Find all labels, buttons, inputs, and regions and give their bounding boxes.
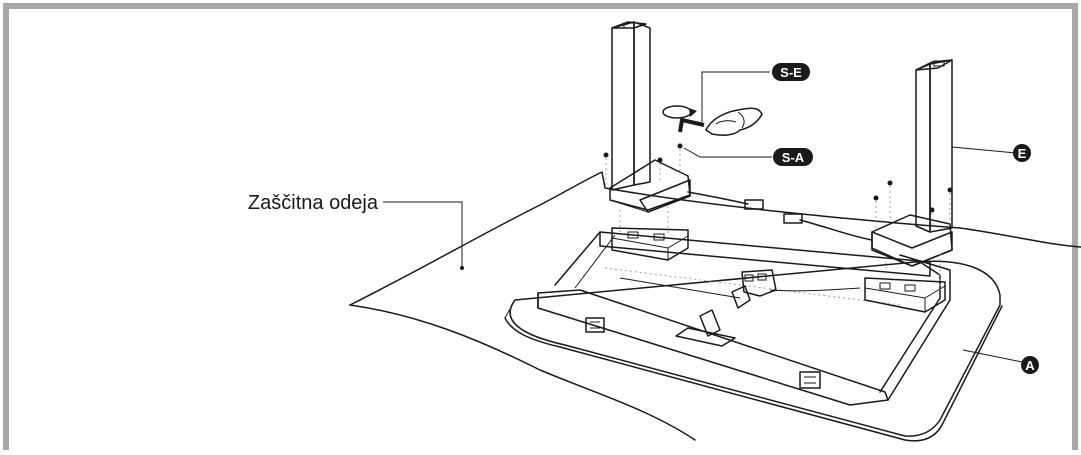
right-bracket (864, 277, 946, 313)
hex-key-icon (678, 118, 705, 133)
protective-blanket (349, 171, 1081, 441)
callout-s-a: S-A (773, 148, 813, 166)
left-bracket (611, 227, 689, 261)
leg-cables (687, 191, 873, 241)
callout-s-e-text: S-E (780, 65, 802, 80)
table-frame (537, 231, 951, 406)
left-leg (609, 21, 691, 234)
cable-connector-icon (744, 199, 764, 210)
callout-s-a-text: S-A (782, 150, 805, 165)
hand-icon (705, 107, 763, 136)
right-leg (871, 59, 953, 290)
protective-cover-label: Zaščitna odeja (248, 192, 379, 214)
callout-e-text: E (1018, 146, 1027, 161)
feet (585, 317, 821, 389)
callout-e: E (1013, 144, 1031, 162)
tabletop (504, 260, 1003, 442)
frame-border (3, 3, 1078, 450)
leader-lines (383, 71, 1023, 363)
callout-a-text: A (1025, 358, 1035, 373)
callout-s-e: S-E (772, 63, 810, 81)
rotation-arrow-icon (662, 105, 697, 119)
screws (603, 143, 953, 228)
callout-a: A (1021, 356, 1039, 374)
center-mechanism (619, 269, 861, 347)
